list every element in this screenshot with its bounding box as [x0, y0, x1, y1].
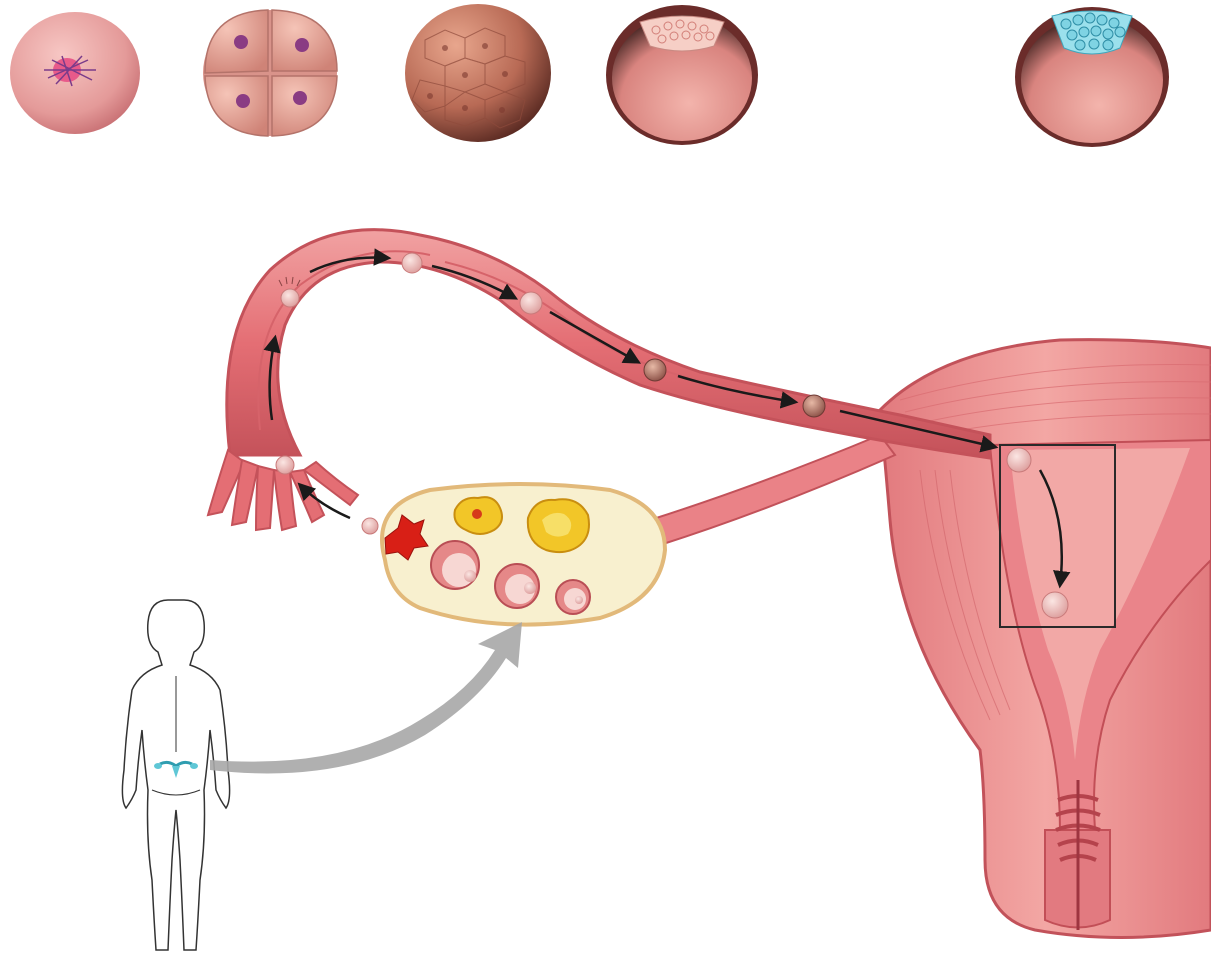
ovary — [382, 484, 665, 625]
stage-four-cell-embryo — [203, 10, 337, 136]
blastocyst-in-tube — [803, 395, 825, 417]
fallopian-tube — [208, 230, 990, 530]
corpus-luteum-large — [528, 499, 589, 552]
stage-implanting-blastocyst — [1015, 7, 1169, 147]
zoom-arrow — [210, 622, 522, 773]
egg-in-fimbriae — [276, 456, 294, 474]
stage-morula — [405, 4, 551, 142]
ovarian-ligament — [650, 435, 895, 545]
stage-zygote — [10, 12, 140, 134]
corpus-luteum-small — [454, 497, 502, 534]
follicle-2 — [495, 564, 539, 608]
follicle-1 — [431, 541, 479, 589]
stage-early-blastocyst — [606, 5, 758, 145]
zygote-in-tube — [402, 253, 422, 273]
follicle-3 — [556, 580, 590, 614]
morula-in-tube — [644, 359, 666, 381]
cleaving-embryo-in-tube — [520, 292, 542, 314]
released-egg — [362, 518, 378, 534]
